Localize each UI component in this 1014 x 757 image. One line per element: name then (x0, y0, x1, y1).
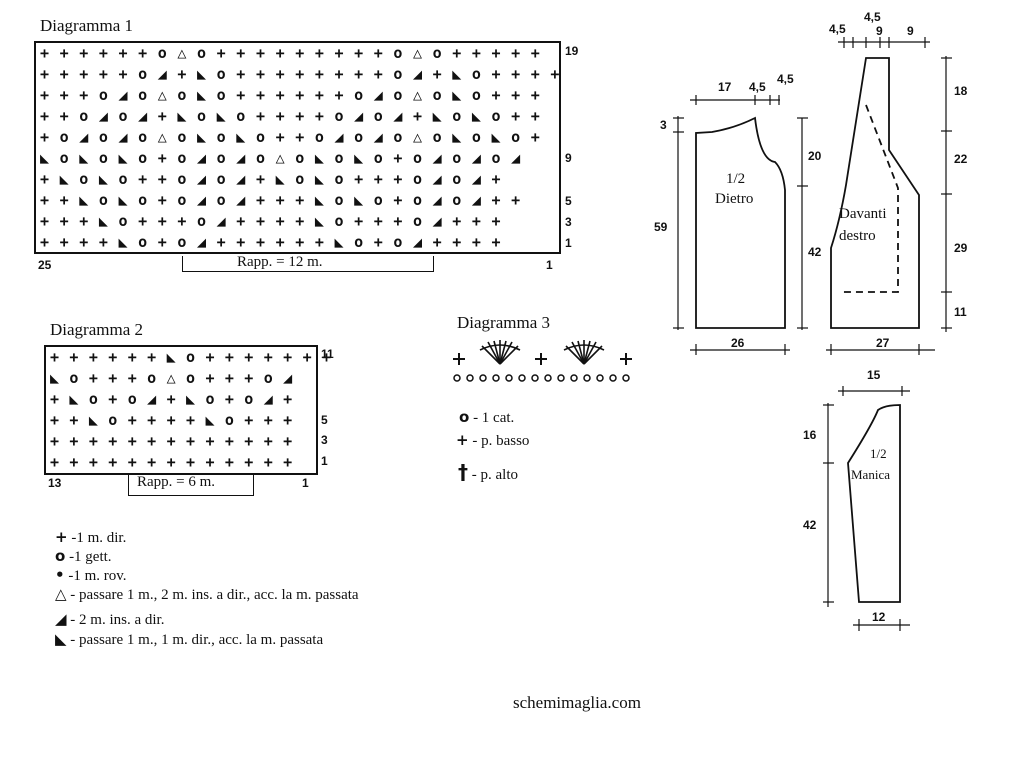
diagram3-legend-chain: o - 1 cat. (459, 408, 515, 426)
sleeve-outline (847, 404, 901, 603)
diagram1-row-19: 19 (565, 44, 579, 58)
diagram1-repeat-bracket (182, 256, 434, 272)
front-inner-dashed (842, 104, 899, 293)
back-m20: 20 (808, 149, 822, 163)
back-m45a: 4,5 (749, 80, 766, 94)
diagram1-title: Diagramma 1 (40, 16, 133, 35)
sleeve-m15: 15 (867, 368, 881, 382)
chart-row: ◣o+++o△o+++o◢ (50, 369, 303, 387)
sleeve-m42: 42 (803, 518, 817, 532)
diagram2-repeat-bracket (128, 474, 254, 496)
front-m18: 18 (954, 84, 968, 98)
diagram2-repeat-label: Rapp. = 6 m. (137, 474, 216, 490)
diagram2-row-3: 3 (321, 433, 328, 447)
diagram1-left-count: 25 (38, 258, 52, 272)
legend-symbol: ◢ (55, 610, 67, 628)
chart-row: ++++◣o+o◢++++++◣o+o◢++++ (40, 233, 512, 251)
back-m45b: 4,5 (777, 72, 794, 86)
sleeve-m12: 12 (872, 610, 886, 624)
back-m42: 42 (808, 245, 822, 259)
back-m17: 17 (718, 80, 732, 94)
shell-stitch-icon (479, 340, 521, 365)
front-m9b: 9 (907, 24, 914, 38)
chart-row: ++◣o++++◣o+++ (50, 411, 303, 429)
garment-schematic (673, 37, 952, 631)
chart-row: +o◢o◢o△o◣o◣o++o◢o◢o△o◣o◣o+ (40, 128, 551, 146)
back-label-2: Dietro (715, 191, 754, 207)
diagram2-title: Diagramma 2 (50, 320, 143, 339)
legend-symbol: △ (55, 585, 67, 603)
chart-row: ++++++◣o+++++++ (50, 348, 342, 366)
chart-row: ++o◢o◢+◣o◣o++++o◢o◢+◣o◣o++ (40, 107, 551, 125)
footer-site: schemimaglia.com (513, 693, 641, 712)
back-m3: 3 (660, 118, 667, 132)
chart-row: +++++++++++++ (50, 432, 303, 450)
front-label-1: Davanti (839, 206, 887, 222)
sleeve-label-2: Manica (851, 467, 890, 482)
back-label-1: 1/2 (726, 171, 746, 187)
back-m26: 26 (731, 336, 745, 350)
front-m22: 22 (954, 152, 968, 166)
sleeve-m16: 16 (803, 428, 817, 442)
diagram1-row-3: 3 (565, 215, 572, 229)
front-m45l: 4,5 (829, 22, 846, 36)
legend-symbol: • (55, 566, 65, 584)
diagram3-title: Diagramma 3 (457, 313, 550, 332)
legend-text: -1 gett. (65, 549, 112, 565)
diagram1-row-5: 5 (565, 194, 572, 208)
diagram1-right-count: 1 (546, 258, 553, 272)
legend-item: ◣ - passare 1 m., 1 m. dir., acc. la m. … (55, 630, 323, 649)
chart-row: +++◣o+++o◢++++◣o+++o◢+++ (40, 212, 512, 230)
chart-row: +◣o◣o++o◢o◢+◣o◣o+++o◢o◢+ (40, 170, 512, 188)
diagram1-row-1: 1 (565, 236, 572, 250)
sleeve-label-1: 1/2 (870, 446, 887, 461)
back-m59: 59 (654, 220, 668, 234)
legend-symbol: + (55, 528, 68, 546)
diagram3-legend-dc: † - p. alto (458, 460, 518, 484)
front-label-2: destro (839, 228, 876, 244)
diagram3-legend-sc: + - p. basso (456, 431, 530, 449)
chart-row: +++o◢o△o◣o++++++o◢o△o◣o+++ (40, 86, 551, 104)
chart-row: ++◣o◣o+o◢o◢+++◣o◣o+o◢o◢++ (40, 191, 531, 209)
legend-item: + -1 m. dir. (55, 528, 126, 547)
legend-symbol: o (55, 547, 66, 565)
diagram2-chart: ++++++◣o+++++++◣o+++o△o+++o◢+◣o+o◢+◣o+o◢… (44, 345, 331, 475)
front-m9a: 9 (876, 24, 883, 38)
diagram2-left-count: 13 (48, 476, 62, 490)
diagram1-chart: ++++++o△o+++++++++o△o++++++++++o◢+◣o++++… (34, 41, 561, 254)
chart-row: +++++o◢+◣o++++++++o◢+◣o++++ (40, 65, 571, 83)
front-m27: 27 (876, 336, 890, 350)
front-m11: 11 (954, 305, 967, 319)
legend-symbol: ◣ (55, 630, 67, 648)
legend-text: - passare 1 m., 2 m. ins. a dir., acc. l… (66, 587, 359, 603)
diagram3-chart (453, 340, 632, 382)
diagram2-row-1: 1 (321, 454, 328, 468)
legend-text: - passare 1 m., 1 m. dir., acc. la m. pa… (66, 632, 324, 648)
legend-text: -1 m. rov. (64, 568, 127, 584)
legend-text: - 2 m. ins. a dir. (66, 612, 165, 628)
front-m29: 29 (954, 241, 968, 255)
chart-row: +++++++++++++ (50, 453, 303, 471)
legend-item: △ - passare 1 m., 2 m. ins. a dir., acc.… (55, 585, 359, 604)
front-panel-outline (830, 57, 920, 329)
diagram1-repeat-label: Rapp. = 12 m. (237, 254, 323, 270)
diagram2-row-11: 11 (321, 347, 334, 361)
chart-row: ◣o◣o◣o+o◢o◢o△o◣o◣o+o◢o◢o◢ (40, 149, 531, 167)
shell-stitch-icon (563, 340, 605, 365)
legend-item: ◢ - 2 m. ins. a dir. (55, 610, 164, 629)
legend-item: o -1 gett. (55, 547, 112, 566)
diagram2-right-count: 1 (302, 476, 309, 490)
back-panel-outline (695, 116, 786, 329)
legend-text: -1 m. dir. (67, 530, 127, 546)
chart-row: +◣o+o◢+◣o+o◢+ (50, 390, 303, 408)
diagram1-row-9: 9 (565, 151, 572, 165)
legend-item: • -1 m. rov. (55, 566, 127, 585)
diagram2-row-5: 5 (321, 413, 328, 427)
front-m45t: 4,5 (864, 10, 881, 24)
chart-row: ++++++o△o+++++++++o△o+++++ (40, 44, 551, 62)
